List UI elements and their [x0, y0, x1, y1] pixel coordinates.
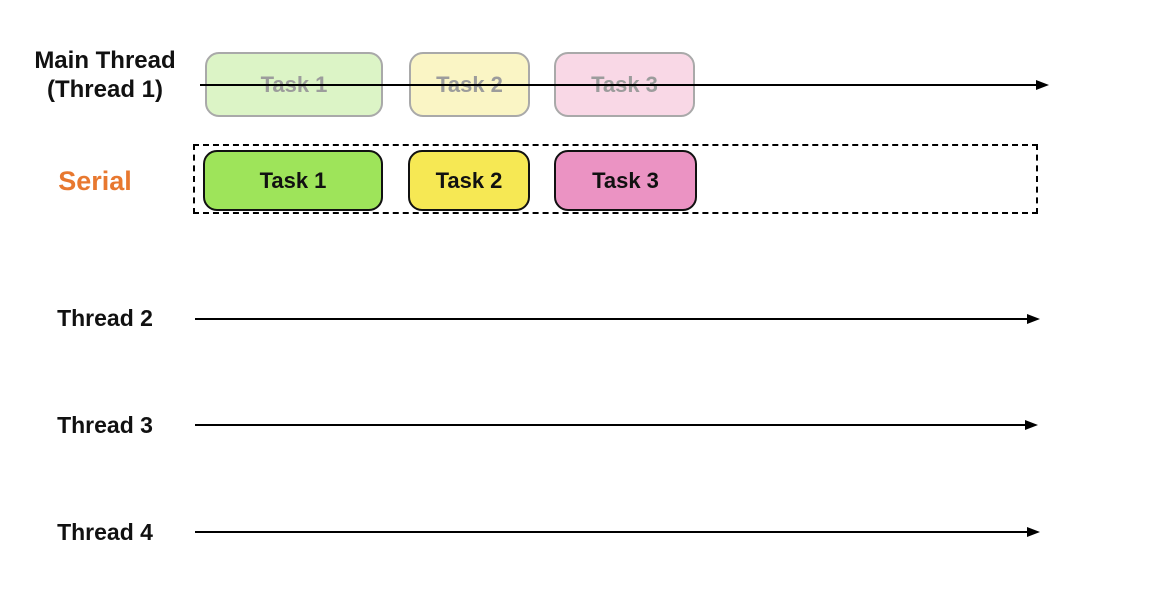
serial-queue-task-3-box: Task 3 [554, 150, 697, 211]
main-thread-timeline-arrow [200, 80, 1049, 90]
main-thread-label-line1: Main Thread [34, 47, 176, 74]
thread-2-label: Thread 2 [57, 305, 153, 331]
serial-queue-dashed-rect [193, 144, 1038, 214]
serial-queue-label: Serial [58, 166, 132, 196]
main-thread-label-line2: (Thread 1) [46, 76, 163, 103]
serial-queue-task-1-label: Task 1 [259, 167, 327, 193]
serial-queue-task-3-label: Task 3 [592, 167, 659, 193]
main-thread-label: Main Thread (Thread 1) [20, 46, 190, 104]
thread-4-label: Thread 4 [57, 519, 153, 545]
serial-queue-task-2-label: Task 2 [435, 167, 503, 193]
thread-3-label: Thread 3 [57, 412, 153, 438]
thread-2-timeline-arrow [195, 314, 1040, 324]
serial-queue-task-1-box: Task 1 [203, 150, 383, 211]
thread-3-timeline-arrow [195, 420, 1038, 430]
serial-queue-task-2-box: Task 2 [408, 150, 530, 211]
thread-4-timeline-arrow [195, 527, 1040, 537]
